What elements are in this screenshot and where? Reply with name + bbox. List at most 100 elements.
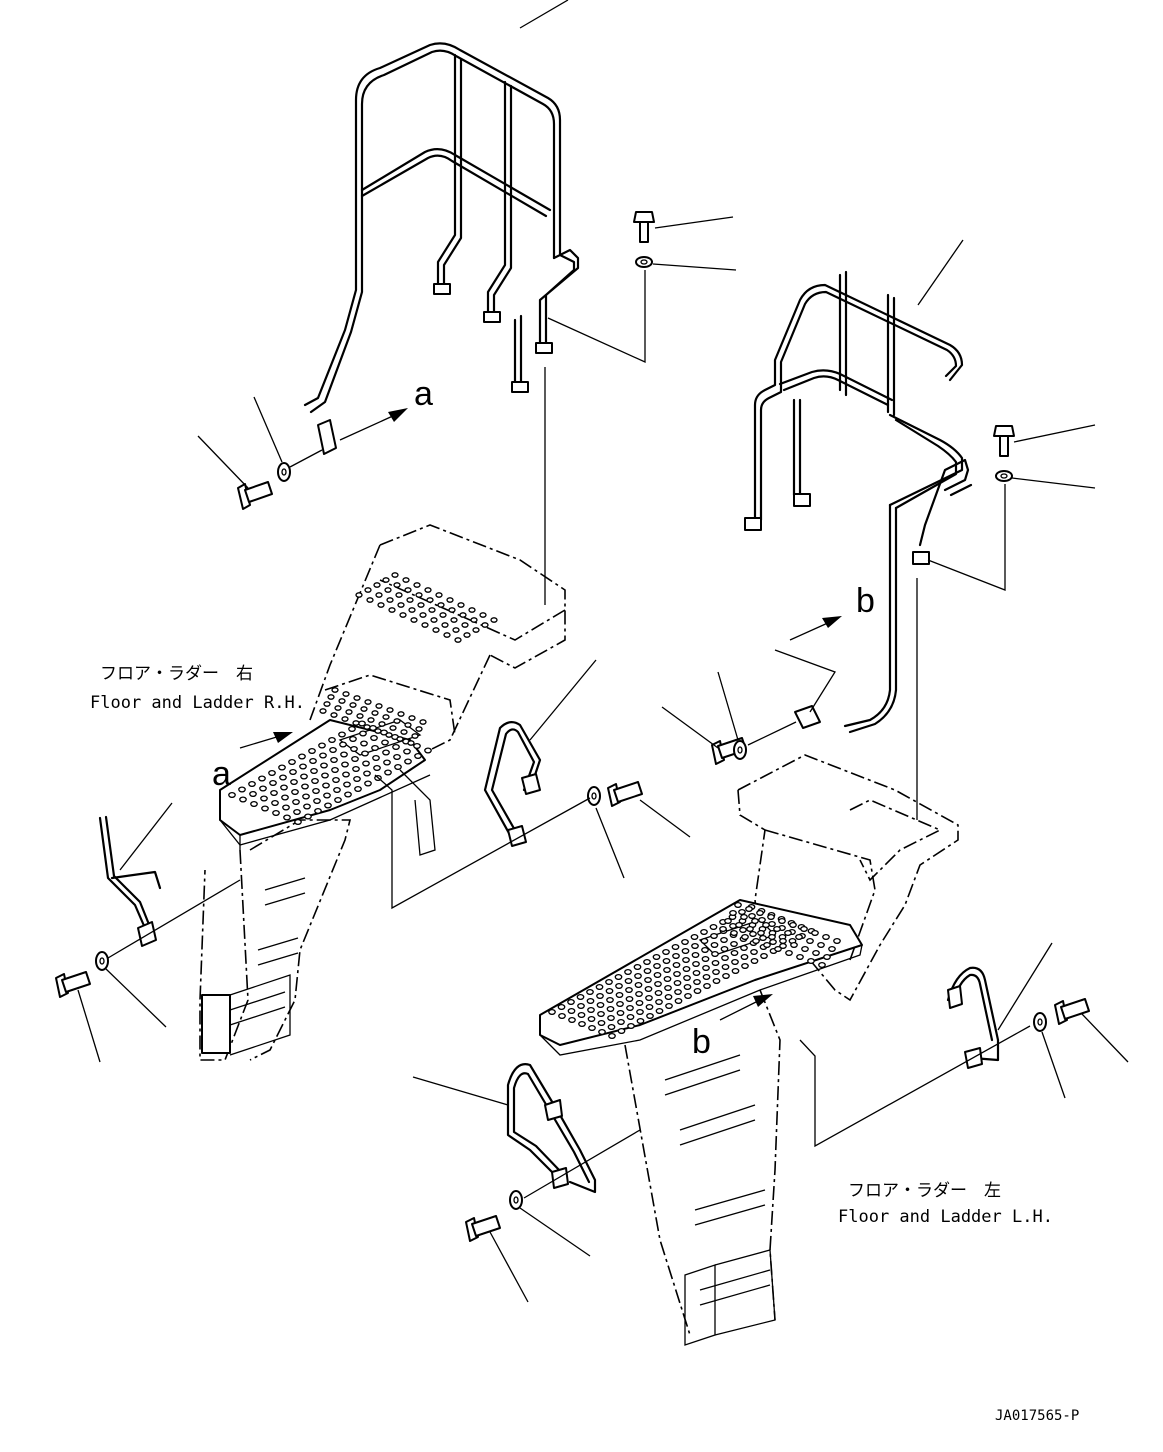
deck-hole — [289, 768, 297, 776]
deck-hole — [481, 622, 489, 628]
deck-hole — [353, 775, 361, 783]
deck-hole — [730, 929, 738, 937]
deck-hole — [750, 957, 759, 965]
deck-hole — [760, 952, 768, 960]
deck-hole — [432, 627, 440, 633]
deck-hole — [373, 764, 381, 772]
deck-hole — [655, 998, 663, 1006]
bolt-group-lh-mid — [661, 671, 797, 765]
deck-hole — [349, 735, 357, 743]
deck-hole — [738, 908, 746, 916]
deck-hole — [615, 982, 623, 990]
deck-hole — [320, 762, 328, 769]
deck-hole — [450, 617, 458, 623]
deck-hole — [352, 765, 360, 773]
deck-hole — [372, 754, 380, 762]
deck-hole — [291, 788, 299, 796]
deck-hole — [598, 1028, 606, 1036]
deck-hole — [364, 780, 372, 787]
deck-hole — [353, 695, 361, 701]
deck-hole — [341, 761, 349, 768]
deck-hole — [310, 767, 318, 775]
deck-hole — [720, 945, 729, 953]
deck-hole — [635, 999, 644, 1007]
deck-hole — [662, 957, 671, 965]
deck-hole — [413, 582, 421, 588]
deck-hole — [281, 794, 289, 801]
deck-hole — [323, 701, 331, 707]
deck-hole — [653, 962, 661, 970]
deck-hole — [768, 933, 776, 941]
deck-hole — [625, 986, 633, 994]
deck-hole — [731, 967, 740, 975]
deck-hole — [721, 954, 729, 962]
deck-hole — [751, 917, 759, 925]
deck-hole — [702, 964, 710, 972]
deck-hole — [691, 951, 700, 959]
deck-hole — [278, 764, 286, 771]
deck-hole — [749, 930, 757, 938]
deck-hole — [382, 714, 390, 720]
deck-hole — [472, 627, 480, 633]
deck-hole — [597, 1010, 605, 1018]
deck-hole — [730, 940, 738, 948]
deck-hole — [801, 945, 809, 953]
deck-hole — [654, 989, 663, 997]
deck-hole — [324, 802, 332, 809]
deck-hole — [557, 1003, 566, 1011]
deck-hole — [290, 778, 298, 786]
deck-hole — [672, 952, 680, 960]
deck-hole — [408, 607, 416, 613]
deck-hole — [681, 938, 689, 946]
deck-hole — [789, 921, 797, 929]
deck-hole — [338, 731, 346, 738]
deck-hole — [393, 753, 401, 761]
deck-hole — [807, 957, 815, 965]
deck-hole — [271, 799, 279, 807]
deck-hole — [682, 956, 690, 964]
deck-hole — [395, 592, 403, 598]
deck-hole — [259, 785, 267, 792]
deck-hole — [683, 974, 691, 982]
rh-grab-handle — [483, 659, 597, 847]
deck-hole — [784, 929, 792, 937]
deck-hole — [636, 1017, 645, 1025]
deck-hole — [334, 796, 342, 804]
deck-hole — [452, 627, 460, 633]
deck-hole — [435, 592, 443, 598]
deck-hole — [300, 773, 308, 780]
deck-hole — [470, 617, 478, 623]
deck-hole — [389, 725, 397, 731]
deck-hole — [299, 763, 307, 770]
deck-hole — [382, 577, 390, 583]
deck-hole — [341, 716, 349, 722]
deck-hole — [682, 965, 691, 973]
deck-hole — [342, 691, 350, 697]
view-arrow-a-upper: a — [339, 375, 433, 441]
deck-hole — [759, 934, 767, 942]
deck-hole — [302, 793, 310, 800]
deck-hole — [740, 913, 748, 921]
deck-hole — [404, 722, 412, 728]
deck-hole — [646, 1012, 654, 1020]
deck-hole — [268, 769, 276, 777]
deck-hole — [595, 983, 604, 991]
deck-hole — [258, 775, 266, 782]
deck-hole — [371, 710, 379, 716]
view-letter-b-upper: b — [856, 582, 875, 620]
deck-hole — [626, 1013, 635, 1021]
deck-hole — [779, 937, 787, 945]
deck-hole — [605, 987, 614, 995]
deck-hole — [692, 969, 701, 977]
deck-hole — [373, 582, 381, 588]
deck-hole — [711, 959, 720, 967]
view-letter-a-lower: a — [212, 755, 231, 793]
deck-hole — [312, 787, 320, 795]
deck-hole — [367, 717, 375, 723]
deck-hole — [459, 612, 467, 618]
deck-hole — [490, 617, 498, 623]
deck-hole — [279, 774, 287, 781]
deck-hole — [288, 758, 296, 766]
deck-hole — [644, 985, 653, 993]
deck-hole — [410, 617, 418, 623]
